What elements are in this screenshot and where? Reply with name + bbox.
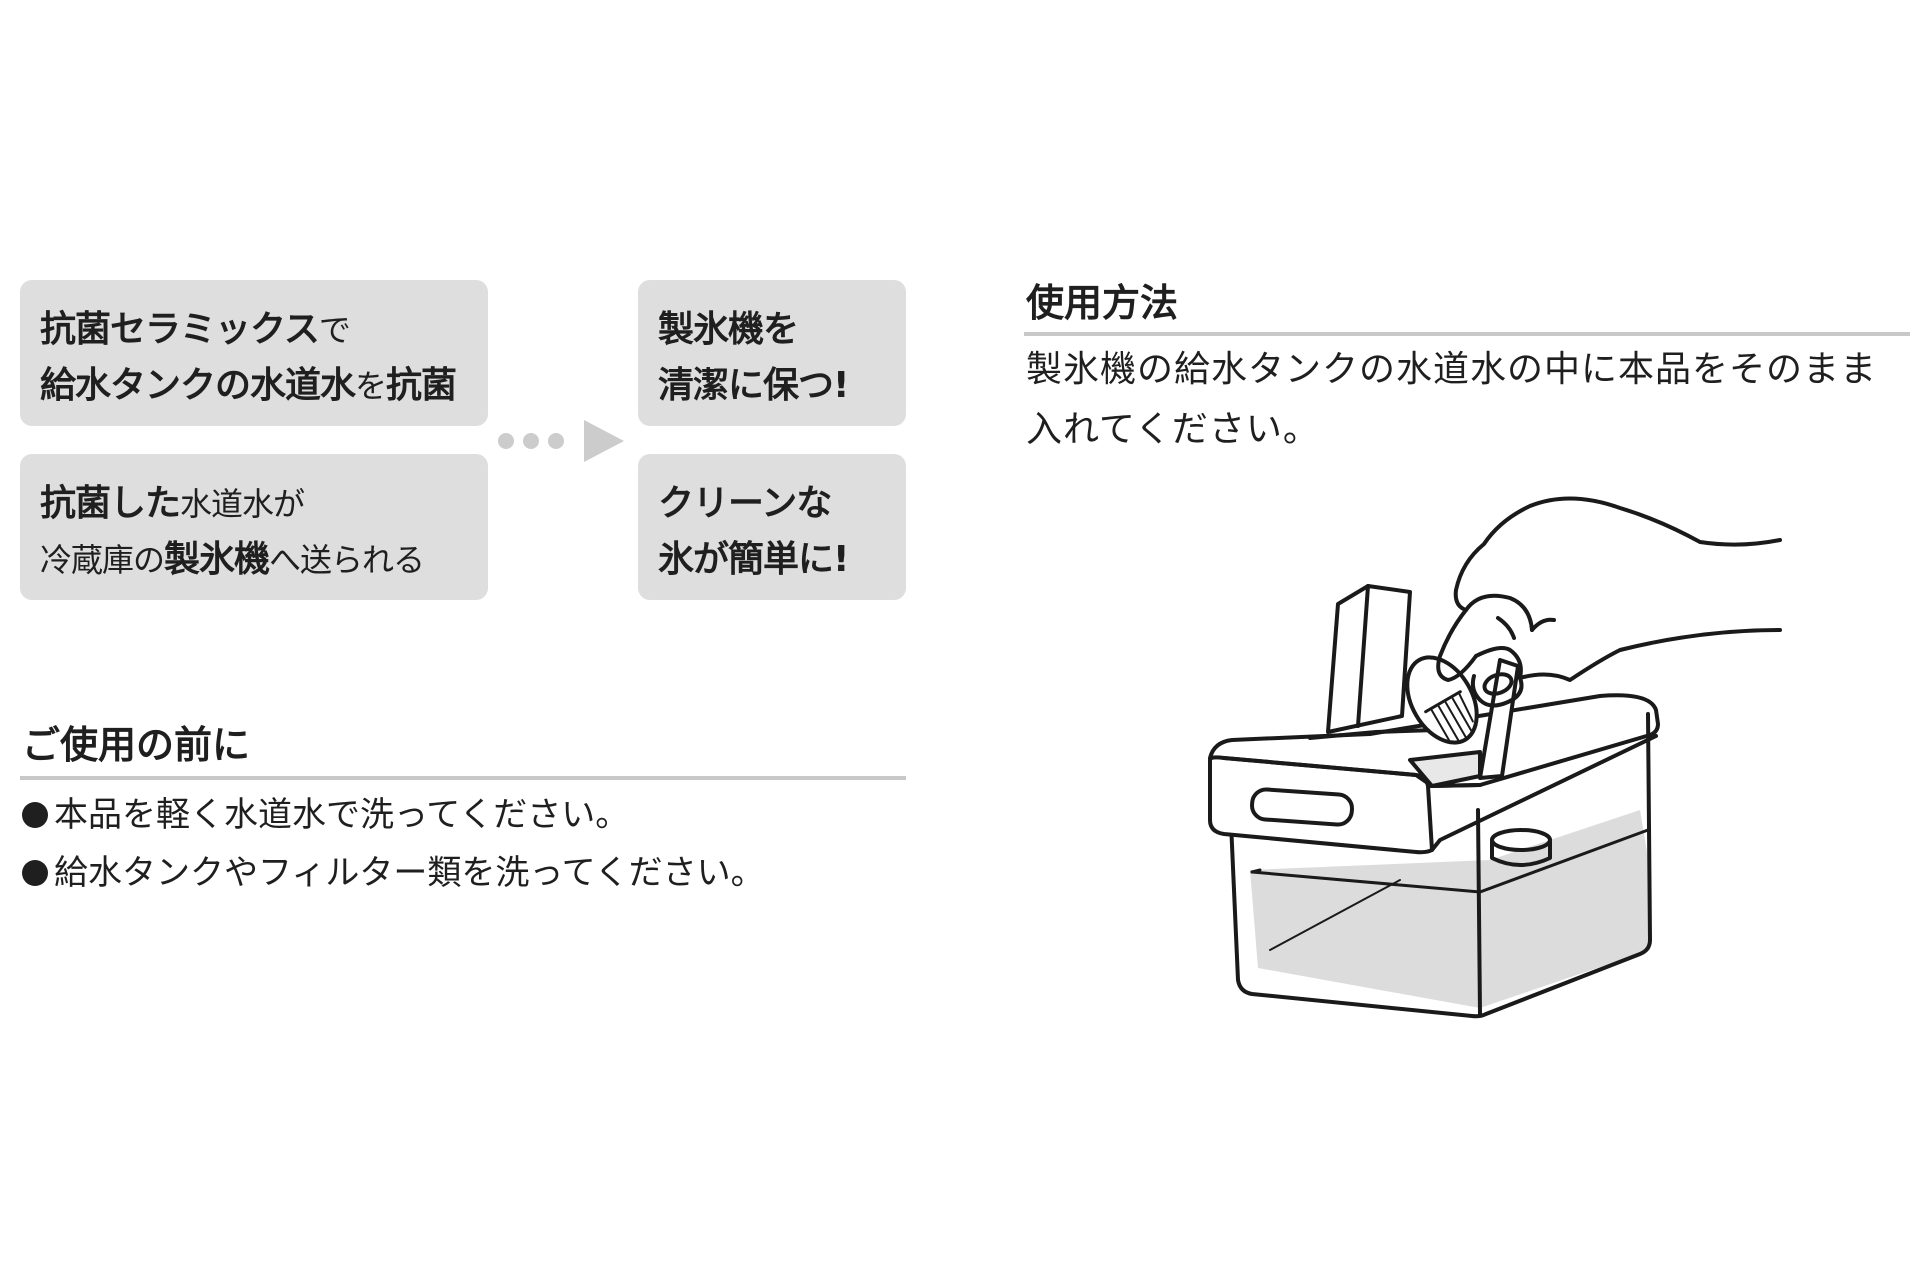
box2-line1-bold: 抗菌した	[40, 483, 181, 524]
box4-line2: 氷が簡単に!	[658, 539, 849, 580]
box2-line2-bold: 製氷機	[164, 539, 270, 580]
box2-line2-normal2: へ送られる	[269, 541, 425, 579]
box2-line1-normal: 水道水が	[180, 485, 305, 523]
info-box-text: クリーンな 氷が簡単に!	[658, 476, 896, 588]
box4-line1: クリーンな	[658, 483, 832, 524]
before-use-list: 本品を軽く水道水で洗ってください。 給水タンクやフィルター類を洗ってください。	[22, 786, 765, 902]
box1-line2-bold2: 抗菌	[386, 365, 457, 406]
info-box-delivery: 抗菌した水道水が 冷蔵庫の製氷機へ送られる	[20, 454, 488, 600]
box1-line2-bold: 給水タンクの水道水	[40, 365, 356, 406]
list-item: 給水タンクやフィルター類を洗ってください。	[22, 844, 765, 902]
water-tank-illustration	[1208, 496, 1782, 1019]
info-box-clean: 製氷機を 清潔に保つ!	[638, 280, 906, 426]
before-use-divider	[20, 776, 906, 780]
usage-heading: 使用方法	[1026, 281, 1179, 325]
box2-line2-normal: 冷蔵庫の	[40, 541, 165, 579]
box1-line2-normal: を	[355, 367, 387, 405]
bullet-icon	[22, 860, 48, 886]
list-item-text: 給水タンクやフィルター類を洗ってください。	[54, 853, 765, 893]
before-use-heading: ご使用の前に	[22, 723, 251, 767]
info-box-antibacterial: 抗菌セラミックスで 給水タンクの水道水を抗菌	[20, 280, 488, 426]
info-box-text: 抗菌セラミックスで 給水タンクの水道水を抗菌	[40, 302, 478, 414]
info-box-clean-ice: クリーンな 氷が簡単に!	[638, 454, 906, 600]
box1-line1-normal: で	[318, 311, 351, 349]
box1-line1-bold: 抗菌セラミックス	[40, 309, 320, 350]
usage-instructions: 製氷機の給水タンクの水道水の中に本品をそのまま入れてください。	[1026, 349, 1878, 450]
list-item-text: 本品を軽く水道水で洗ってください。	[54, 795, 630, 835]
usage-divider	[1024, 332, 1910, 336]
bullet-icon	[22, 802, 48, 828]
list-item: 本品を軽く水道水で洗ってください。	[22, 786, 765, 844]
flow-arrow-icon	[498, 420, 624, 462]
info-box-text: 抗菌した水道水が 冷蔵庫の製氷機へ送られる	[40, 476, 478, 588]
box3-line1: 製氷機を	[658, 309, 799, 350]
info-box-text: 製氷機を 清潔に保つ!	[658, 302, 896, 414]
box3-line2: 清潔に保つ!	[658, 365, 849, 406]
